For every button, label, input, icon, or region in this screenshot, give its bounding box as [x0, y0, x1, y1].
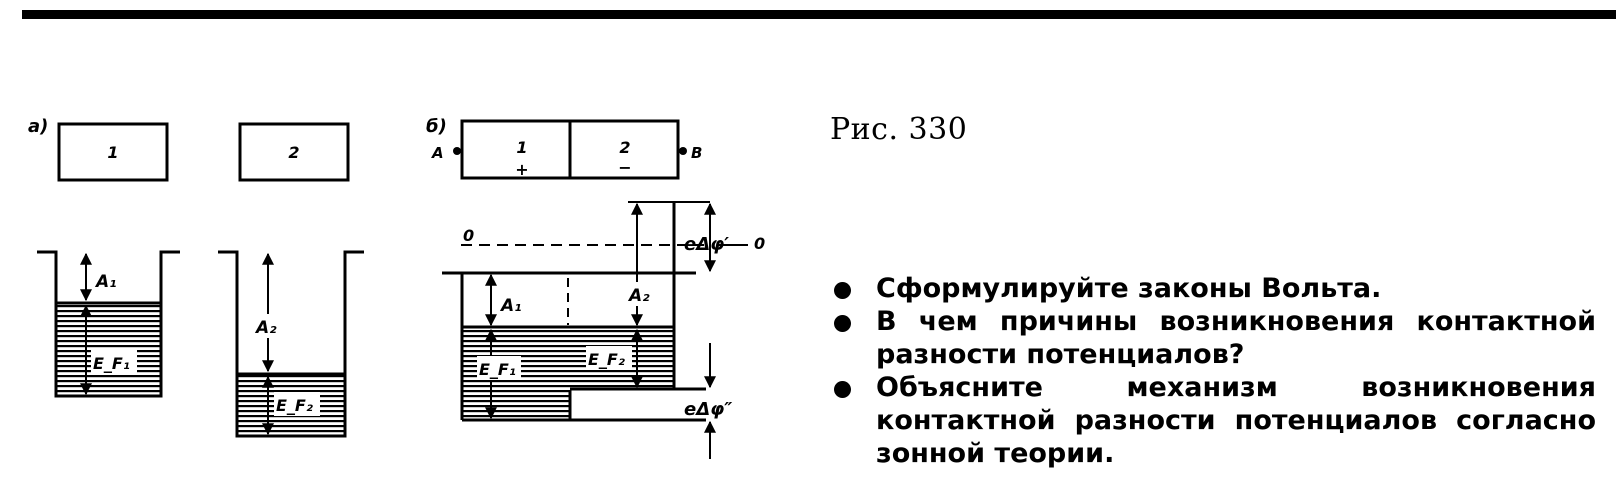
b-ef1-label: E_F₁	[479, 360, 516, 379]
joined-metal-1-label: 1	[516, 138, 527, 157]
contact-a-dot	[453, 147, 461, 155]
figure-a-label: а)	[28, 116, 48, 137]
ef2-label: E_F₂	[276, 396, 313, 415]
a1-label: A₁	[94, 272, 117, 292]
question-item: Объясните механизм возникновения контакт…	[834, 371, 1596, 470]
metal-1-label: 1	[107, 143, 118, 162]
contact-a-label: A	[431, 144, 444, 162]
contact-b-label: B	[691, 144, 702, 162]
figure-caption: Рис. 330	[830, 112, 968, 147]
figure-a: а) 1 2 A₁ E_F₁ A₂ E_F₂	[28, 116, 364, 438]
a2-label: A₂	[254, 318, 277, 338]
figure-b-label: б)	[426, 116, 447, 137]
zero-right-label: 0	[754, 234, 765, 253]
top-rule	[22, 10, 1616, 19]
delta-phi-outer-label: eΔφ′	[684, 234, 729, 255]
b-a1-label: A₁	[499, 296, 522, 316]
metal-1-box	[57, 122, 169, 182]
metal-2-box	[238, 122, 350, 182]
energy-level-diagram	[442, 201, 716, 459]
figure-b: б) A B 1 2 + − 0 0	[426, 116, 765, 459]
question-item: В чем причины возникновения контактной р…	[834, 305, 1596, 371]
b-a2-label: A₂	[627, 286, 650, 306]
contact-potential-figure: а) 1 2 A₁ E_F₁ A₂ E_F₂ б	[28, 116, 765, 459]
contact-b-dot	[679, 147, 687, 155]
metal-2-label: 2	[288, 143, 299, 162]
zero-left-label: 0	[463, 226, 474, 245]
review-questions: Сформулируйте законы Вольта. В чем причи…	[834, 272, 1596, 470]
question-item: Сформулируйте законы Вольта.	[834, 272, 1596, 305]
joined-metal-2-label: 2	[619, 138, 630, 157]
delta-phi-inner-label: eΔφ″	[684, 399, 732, 420]
potential-well-1	[37, 250, 180, 398]
b-ef2-label: E_F₂	[588, 350, 625, 369]
plus-charge: +	[515, 160, 528, 179]
ef1-label: E_F₁	[93, 354, 130, 373]
minus-charge: −	[618, 158, 631, 177]
